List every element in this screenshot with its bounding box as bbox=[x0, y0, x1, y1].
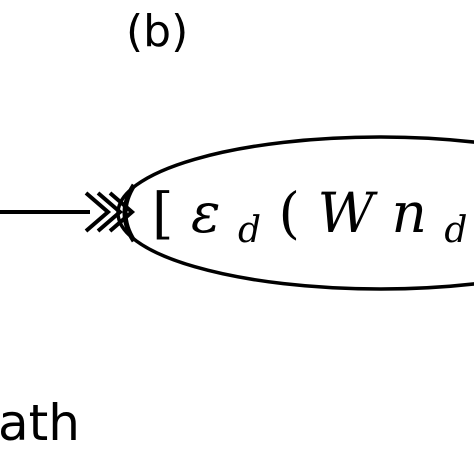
node-expression: [ ε d ( W n d ) , U bbox=[152, 181, 474, 255]
expr-open-bracket: [ bbox=[152, 181, 173, 245]
arrow-chevron-2 bbox=[96, 191, 124, 233]
expr-epsilon: ε bbox=[191, 181, 221, 245]
expr-w: W bbox=[317, 181, 378, 245]
arrow-chevron-3 bbox=[108, 191, 136, 233]
expr-epsilon-subscript: d bbox=[238, 210, 261, 251]
triple-headed-arrow-icon bbox=[0, 191, 136, 233]
expr-open-paren: ( bbox=[278, 181, 299, 245]
expr-n-subscript: d bbox=[444, 210, 467, 251]
side-partial-word: ath bbox=[0, 394, 80, 452]
expr-n: n bbox=[391, 181, 426, 245]
node-ellipse-left-emphasis bbox=[122, 183, 137, 243]
arrow-chevron-1 bbox=[84, 191, 112, 233]
panel-label: (b) bbox=[126, 6, 189, 57]
node-ellipse bbox=[116, 135, 474, 291]
